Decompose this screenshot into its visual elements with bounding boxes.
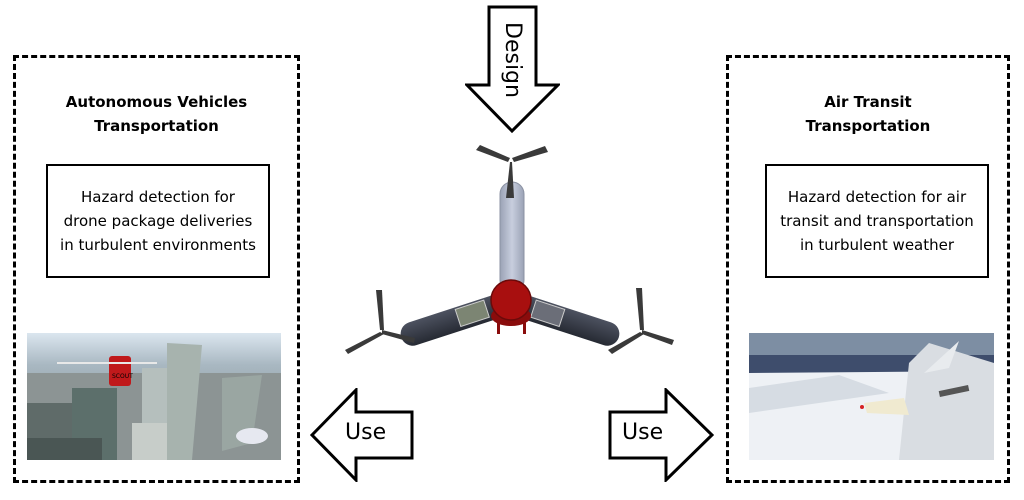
title-line-1: Air Transit [824, 93, 912, 111]
top-arm [499, 181, 525, 293]
scout-label: SCOUT [112, 373, 133, 380]
left-propeller-icon [345, 290, 415, 354]
right-arm [505, 292, 620, 346]
title-line-2: Transportation [94, 117, 219, 135]
description-box: Hazard detection for air transit and tra… [765, 164, 989, 278]
design-arrow-label: Design [500, 22, 525, 98]
title-line-2: Transportation [805, 117, 931, 135]
description-box: Hazard detection for drone package deliv… [46, 164, 270, 278]
use-right-arrow [608, 388, 714, 482]
right-propeller-icon [608, 288, 674, 354]
tri-rotor-drone-illustration [345, 145, 674, 354]
panel-title: Autonomous Vehicles Transportation [16, 90, 297, 138]
air-transit-panel: Air Transit Transportation Hazard detect… [726, 55, 1010, 483]
use-right-label: Use [622, 420, 664, 445]
top-propeller-icon [476, 145, 548, 198]
use-left-label: Use [345, 420, 387, 445]
description-text: Hazard detection for air transit and tra… [780, 188, 974, 254]
design-arrow [465, 5, 560, 133]
left-arm [400, 292, 515, 346]
panel-title: Air Transit Transportation [729, 90, 1007, 138]
city-drone-image: SCOUT [27, 333, 281, 460]
central-body [490, 279, 532, 321]
title-line-1: Autonomous Vehicles [65, 93, 248, 111]
aircraft-wing-image [749, 333, 994, 460]
description-text: Hazard detection for drone package deliv… [60, 188, 256, 254]
use-left-arrow [310, 388, 414, 482]
autonomous-vehicles-panel: Autonomous Vehicles Transportation Hazar… [13, 55, 300, 483]
